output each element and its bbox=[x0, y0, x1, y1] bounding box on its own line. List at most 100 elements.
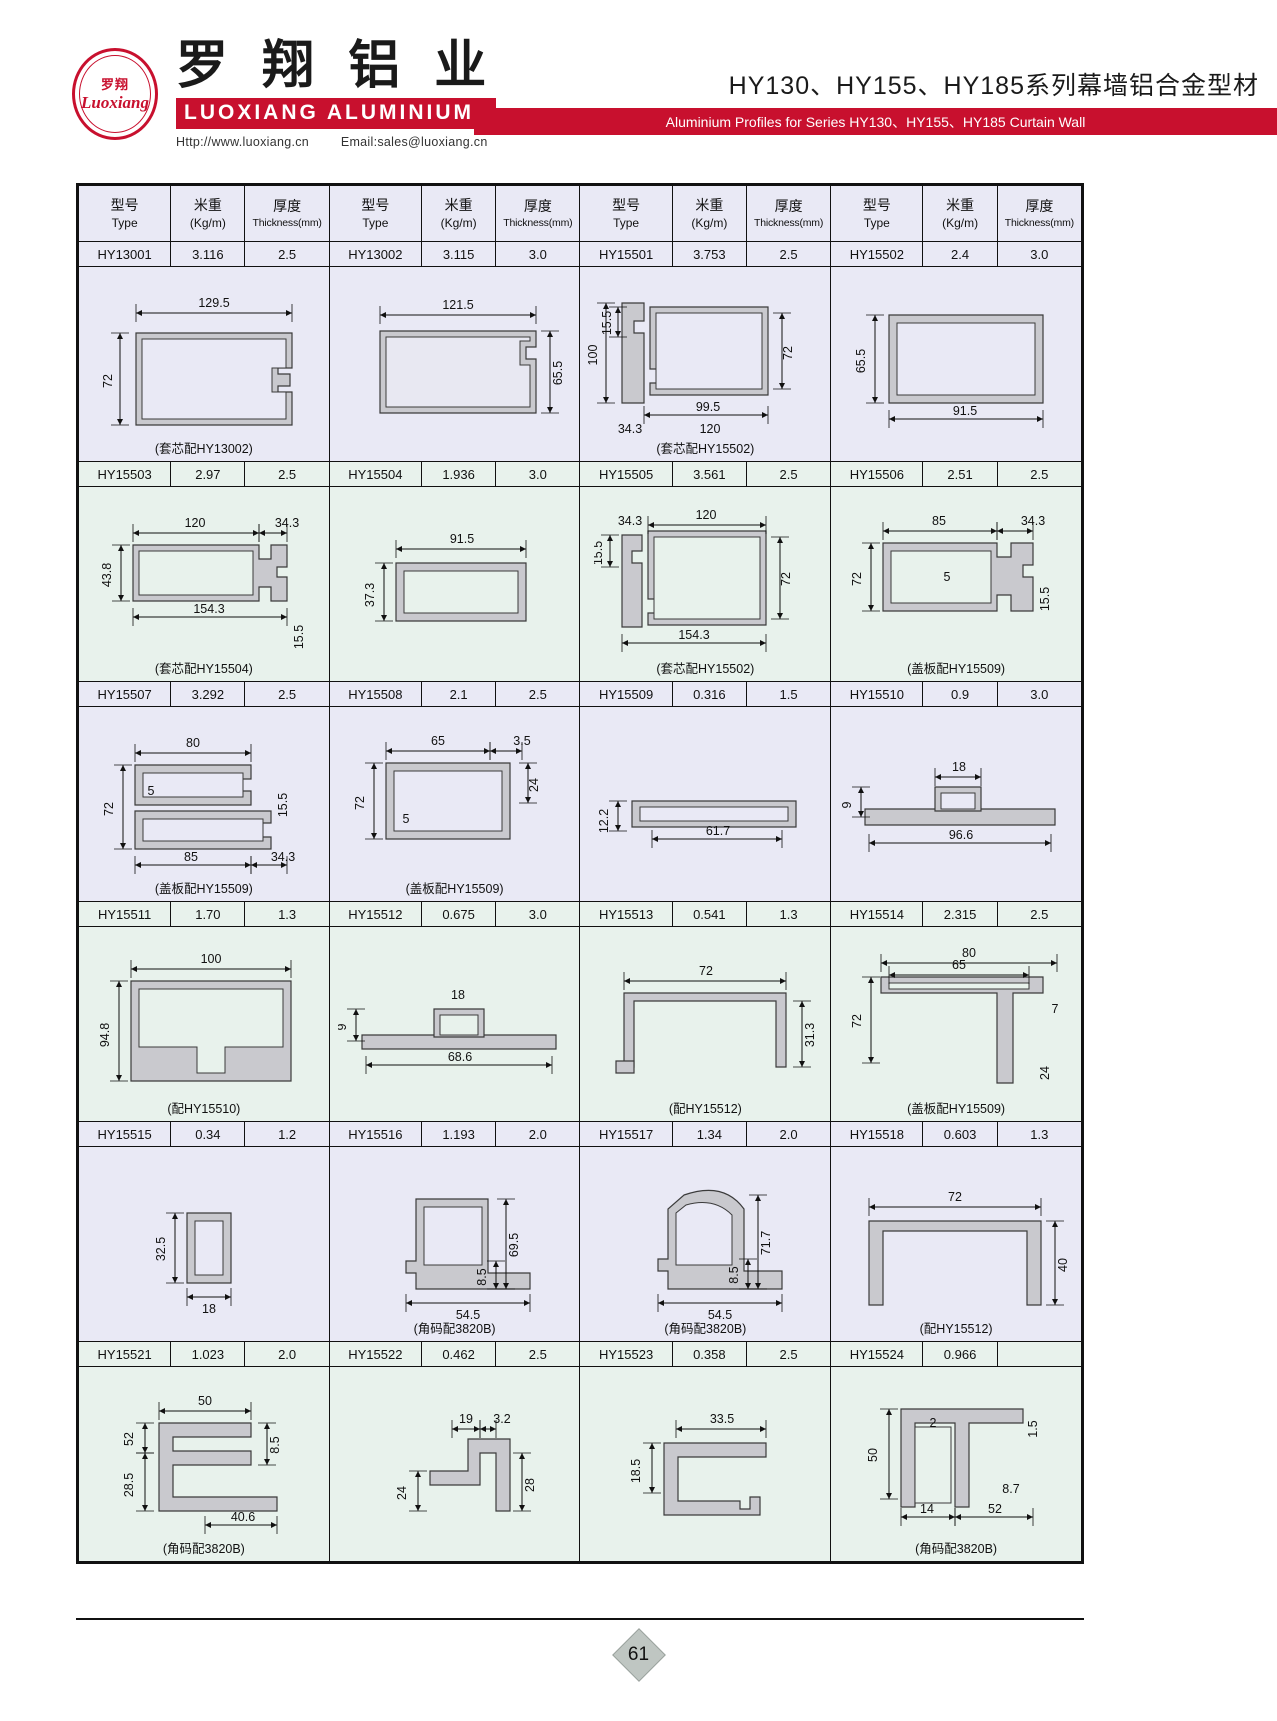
svg-text:129.5: 129.5 bbox=[198, 296, 229, 310]
cell-type: HY15507 bbox=[77, 681, 172, 707]
page-number-badge: 61 bbox=[611, 1628, 666, 1682]
svg-text:91.5: 91.5 bbox=[450, 532, 474, 546]
svg-text:71.7: 71.7 bbox=[759, 1231, 773, 1255]
cell-thickness: 2.5 bbox=[495, 681, 581, 707]
svg-text:40.6: 40.6 bbox=[231, 1510, 255, 1524]
svg-text:15.5: 15.5 bbox=[292, 625, 306, 649]
seal-chinese-text: 罗翔 bbox=[100, 76, 129, 92]
brand-name-chinese: 罗 翔 铝 业 bbox=[176, 36, 495, 96]
cell-thickness: 1.3 bbox=[996, 1121, 1083, 1147]
cell-weight: 0.9 bbox=[922, 681, 998, 707]
seal-english-text: Luoxiang bbox=[80, 92, 150, 112]
cell-type: HY13001 bbox=[77, 241, 172, 267]
cell-type: HY15502 bbox=[830, 241, 924, 267]
svg-text:100: 100 bbox=[201, 952, 222, 966]
cell-thickness: 1.2 bbox=[244, 1121, 330, 1147]
svg-text:65.5: 65.5 bbox=[551, 361, 565, 385]
svg-text:15.5: 15.5 bbox=[1038, 587, 1052, 611]
cell-thickness: 3.0 bbox=[996, 241, 1083, 267]
column-header-en: Type bbox=[362, 215, 389, 230]
cell-thickness: 2.5 bbox=[244, 241, 330, 267]
svg-text:7: 7 bbox=[1052, 1002, 1059, 1016]
cell-type: HY15509 bbox=[579, 681, 673, 707]
column-header-weight: 米重(Kg/m) bbox=[170, 185, 246, 242]
svg-text:50: 50 bbox=[866, 1448, 880, 1462]
svg-text:18.5: 18.5 bbox=[629, 1459, 643, 1483]
cell-weight: 3.116 bbox=[170, 241, 246, 267]
cell-weight: 2.97 bbox=[170, 461, 246, 487]
svg-text:61.7: 61.7 bbox=[706, 824, 730, 838]
svg-text:154.3: 154.3 bbox=[193, 602, 224, 616]
cell-type: HY15503 bbox=[77, 461, 172, 487]
svg-text:154.3: 154.3 bbox=[679, 628, 710, 642]
svg-text:24: 24 bbox=[527, 778, 541, 792]
footer-divider bbox=[76, 1618, 1084, 1620]
svg-text:24: 24 bbox=[395, 1486, 409, 1500]
svg-text:94.8: 94.8 bbox=[98, 1023, 112, 1047]
svg-text:43.8: 43.8 bbox=[100, 563, 114, 587]
svg-text:72: 72 bbox=[948, 1190, 962, 1204]
svg-text:72: 72 bbox=[850, 572, 864, 586]
figure-caption: (盖板配HY15509) bbox=[405, 882, 504, 896]
svg-text:34.3: 34.3 bbox=[618, 422, 642, 436]
cell-weight: 0.541 bbox=[671, 901, 747, 927]
column-header-weight: 米重(Kg/m) bbox=[922, 185, 998, 242]
column-header-weight: 米重(Kg/m) bbox=[420, 185, 497, 242]
column-header-en: Type bbox=[613, 215, 640, 230]
svg-text:32.5: 32.5 bbox=[154, 1237, 168, 1261]
svg-text:34.3: 34.3 bbox=[618, 514, 642, 528]
column-header-en: Thickness(mm) bbox=[754, 216, 824, 229]
cell-thickness: 2.5 bbox=[745, 241, 832, 267]
cell-thickness: 3.0 bbox=[495, 901, 581, 927]
svg-text:3.2: 3.2 bbox=[493, 1412, 510, 1426]
cell-thickness: 2.0 bbox=[495, 1121, 581, 1147]
column-header-cn: 米重 bbox=[193, 196, 222, 213]
figure-cell: 91868.6 bbox=[328, 926, 581, 1122]
svg-text:9: 9 bbox=[338, 1023, 349, 1030]
svg-text:72: 72 bbox=[353, 796, 367, 810]
column-header-cn: 厚度 bbox=[523, 197, 552, 214]
cell-type: HY15523 bbox=[579, 1341, 673, 1367]
cell-thickness: 3.0 bbox=[996, 681, 1083, 707]
column-header-cn: 厚度 bbox=[1025, 197, 1054, 214]
svg-text:2: 2 bbox=[930, 1416, 937, 1430]
column-header-cn: 型号 bbox=[361, 196, 390, 213]
figure-row: 10094.8(配HY15510)91868.67231.3(配HY15512)… bbox=[78, 926, 1082, 1122]
column-header-en: Thickness(mm) bbox=[252, 216, 322, 229]
svg-text:80: 80 bbox=[962, 946, 976, 960]
column-header-en: (Kg/m) bbox=[440, 215, 477, 230]
column-header-en: Thickness(mm) bbox=[503, 216, 573, 229]
cell-thickness: 2.5 bbox=[244, 461, 330, 487]
column-header-en: (Kg/m) bbox=[691, 215, 728, 230]
cell-type: HY15516 bbox=[328, 1121, 423, 1147]
svg-text:54.5: 54.5 bbox=[456, 1308, 480, 1322]
svg-text:69.5: 69.5 bbox=[507, 1233, 521, 1257]
column-header-cn: 米重 bbox=[695, 196, 724, 213]
cell-thickness: 2.5 bbox=[244, 681, 330, 707]
figure-caption: (配HY15512) bbox=[919, 1322, 993, 1336]
brand-text-block: 罗 翔 铝 业 LUOXIANG ALUMINIUM Http://www.lu… bbox=[176, 40, 516, 149]
cell-type: HY15514 bbox=[830, 901, 924, 927]
svg-text:120: 120 bbox=[700, 422, 721, 436]
cell-thickness: 2.0 bbox=[244, 1341, 330, 1367]
